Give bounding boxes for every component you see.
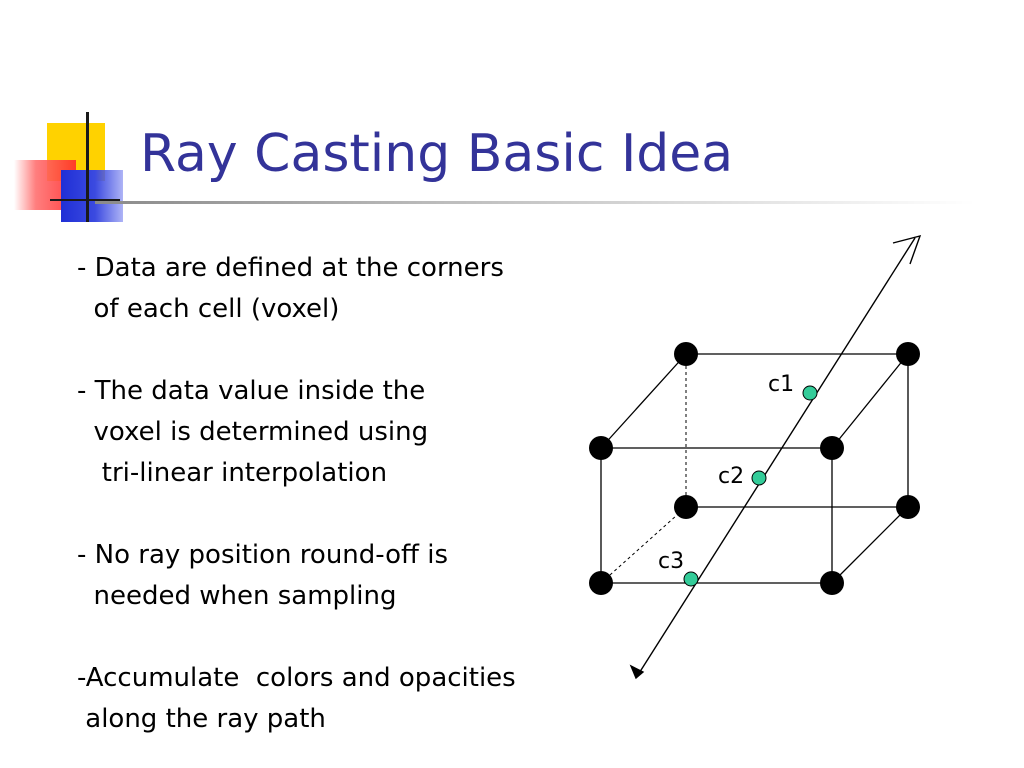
- title-underline: [95, 201, 975, 204]
- sample-label-c2: c2: [718, 464, 744, 489]
- sample-label-c3: c3: [658, 549, 684, 574]
- bullet-2-line-1: - The data value inside the: [77, 376, 426, 406]
- ray-arrow-top: [892, 234, 922, 265]
- bullet-2-line-3: tri-linear interpolation: [77, 458, 388, 488]
- sample-label-c1: c1: [768, 372, 794, 397]
- ray-arrow-bottom: [629, 664, 645, 680]
- logo-vertical-line: [86, 112, 89, 222]
- bullet-3-line-1: - No ray position round-off is: [77, 540, 448, 570]
- corner-point: [589, 436, 613, 460]
- bullet-list: - Data are defined at the corners of eac…: [77, 248, 597, 740]
- corner-point: [820, 571, 844, 595]
- slide-title: Ray Casting Basic Idea: [140, 124, 734, 184]
- sample-point-c2: [751, 470, 767, 486]
- ray: [629, 234, 922, 680]
- corner-point: [896, 495, 920, 519]
- bullet-4-line-2: along the ray path: [77, 704, 326, 734]
- bullet-4-line-1: -Accumulate colors and opacities: [77, 663, 516, 693]
- corner-point: [589, 571, 613, 595]
- corner-point: [674, 342, 698, 366]
- voxel-corners: [589, 342, 920, 595]
- bullet-3-line-2: needed when sampling: [77, 581, 397, 611]
- corner-point: [896, 342, 920, 366]
- voxel-edges: [600, 353, 909, 584]
- logo-blue-square: [61, 170, 123, 222]
- bullet-1-line-2: of each cell (voxel): [77, 294, 340, 324]
- sample-point-c3: [683, 571, 699, 587]
- corner-point: [820, 436, 844, 460]
- sample-point-c1: [802, 385, 818, 401]
- bullet-1-line-1: - Data are defined at the corners: [77, 253, 504, 283]
- logo-horizontal-line: [50, 199, 120, 201]
- corner-point: [674, 495, 698, 519]
- bullet-2-line-2: voxel is determined using: [77, 417, 429, 447]
- sample-points: [683, 385, 818, 587]
- voxel-hidden-edges: [600, 354, 687, 584]
